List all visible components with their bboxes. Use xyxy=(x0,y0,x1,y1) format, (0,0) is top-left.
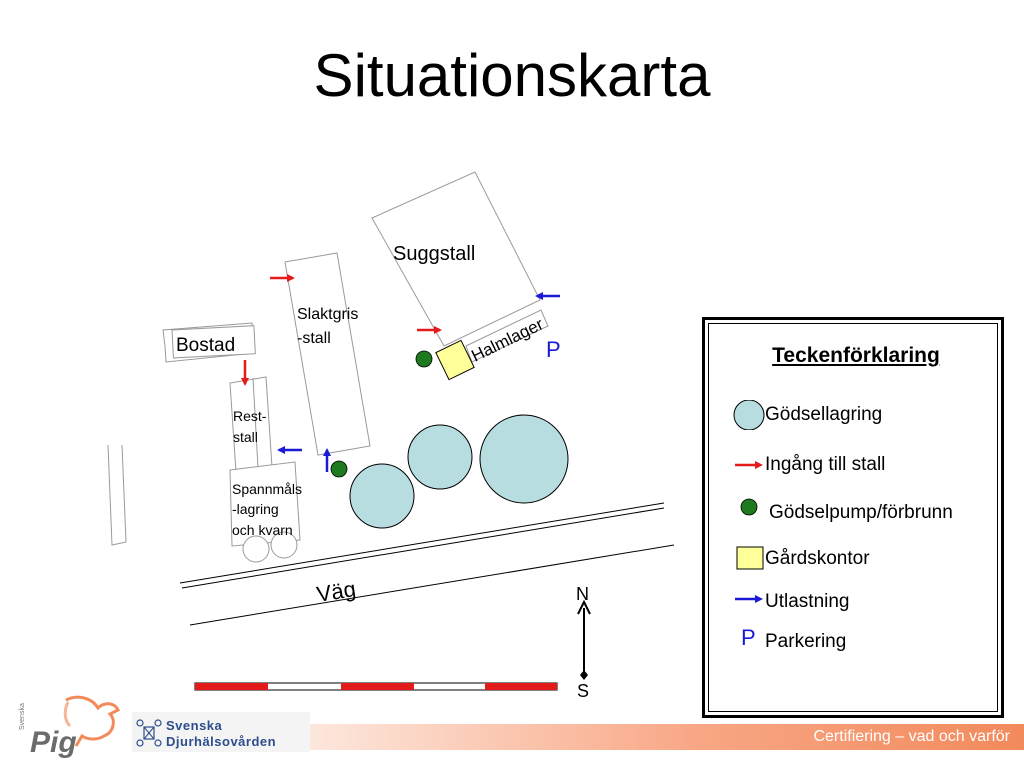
legend-label-parking: Parkering xyxy=(765,631,847,652)
label-reststall-2: stall xyxy=(233,429,258,445)
pig-logo-text: Pig xyxy=(30,726,77,759)
legend-item-parking: P Parkering xyxy=(709,625,1003,657)
building-slaktgrisstall xyxy=(284,252,371,456)
manure-storage-1 xyxy=(407,424,473,490)
legend-label-office: Gårdskontor xyxy=(765,548,870,569)
legend-item-office: Gårdskontor xyxy=(709,544,1003,574)
svenska-djurhalsovarden-logo: Svenska Djurhälsovården xyxy=(132,712,310,752)
label-bostad: Bostad xyxy=(176,335,235,356)
manure-storage-3 xyxy=(349,463,415,529)
legend-label-entrance: Ingång till stall xyxy=(765,454,886,475)
farm-office xyxy=(435,339,475,381)
silo-2 xyxy=(270,531,298,559)
parking-icon: P xyxy=(725,625,765,657)
scale-bar-segment-2 xyxy=(341,683,414,690)
manure-pump-2 xyxy=(330,460,348,478)
network-icon xyxy=(136,719,162,747)
parking-marker: P xyxy=(546,337,561,362)
page-title: Situationskarta xyxy=(313,42,711,109)
manure-pump-1 xyxy=(415,350,433,368)
footer-band: Certifiering – vad och varför xyxy=(310,724,1024,750)
road-edge-bottom xyxy=(189,544,675,626)
compass-diamond xyxy=(580,670,588,680)
partial-building-left xyxy=(107,444,127,546)
legend-label-loading: Utlastning xyxy=(765,591,850,612)
legend: Teckenförklaring Gödsellagring Ingång ti… xyxy=(702,317,1004,718)
label-suggstall: Suggstall xyxy=(393,243,475,265)
label-slaktgris-1: Slaktgris xyxy=(297,306,358,323)
label-road: Väg xyxy=(315,576,358,607)
parking-p-text: P xyxy=(741,625,756,650)
pig-logo-small-text: Svenska xyxy=(19,703,26,730)
label-spannmal-2: -lagring xyxy=(232,501,279,517)
scale-bar-segment-1 xyxy=(195,683,268,690)
yellow-square-icon xyxy=(725,544,765,574)
label-spannmal-3: och kvarn xyxy=(232,522,293,538)
label-slaktgris-2: -stall xyxy=(297,330,331,347)
legend-label-manure-storage: Gödsellagring xyxy=(765,404,883,425)
legend-title: Teckenförklaring xyxy=(772,344,940,367)
legend-item-loading: Utlastning xyxy=(709,587,1003,617)
sdv-logo-line2: Djurhälsovården xyxy=(166,734,277,749)
red-arrow-icon xyxy=(725,450,765,480)
manure-storage-2 xyxy=(479,414,569,504)
compass-south: S xyxy=(577,681,589,701)
scale-bar-segment-3 xyxy=(485,683,557,690)
sdv-logo-line1: Svenska xyxy=(166,718,223,733)
road-edge-top-2 xyxy=(181,507,665,589)
road-edge-top-1 xyxy=(179,502,665,584)
legend-label-pump: Gödselpump/förbrunn xyxy=(769,502,953,523)
footer-text: Certifiering – vad och varför xyxy=(813,728,1010,745)
blue-arrow-icon xyxy=(725,587,765,617)
label-spannmal-1: Spannmåls xyxy=(232,481,302,497)
legend-item-manure-storage: Gödsellagring xyxy=(709,399,1003,431)
storage-circle-icon xyxy=(725,399,765,431)
compass-north: N xyxy=(576,584,589,604)
building-halmlager xyxy=(465,309,549,363)
swedish-pig-logo: Svenska Pig xyxy=(18,690,128,760)
green-dot-icon xyxy=(725,498,765,528)
legend-item-entrance: Ingång till stall xyxy=(709,450,1003,480)
building-reststall xyxy=(229,376,273,473)
compass-north-arrow xyxy=(577,599,591,615)
building-suggstall xyxy=(371,171,541,347)
label-reststall-1: Rest- xyxy=(233,408,267,424)
silo-1 xyxy=(242,535,270,563)
legend-item-pump: Gödselpump/förbrunn xyxy=(709,498,1003,528)
building-spannmalslagring xyxy=(229,461,301,547)
